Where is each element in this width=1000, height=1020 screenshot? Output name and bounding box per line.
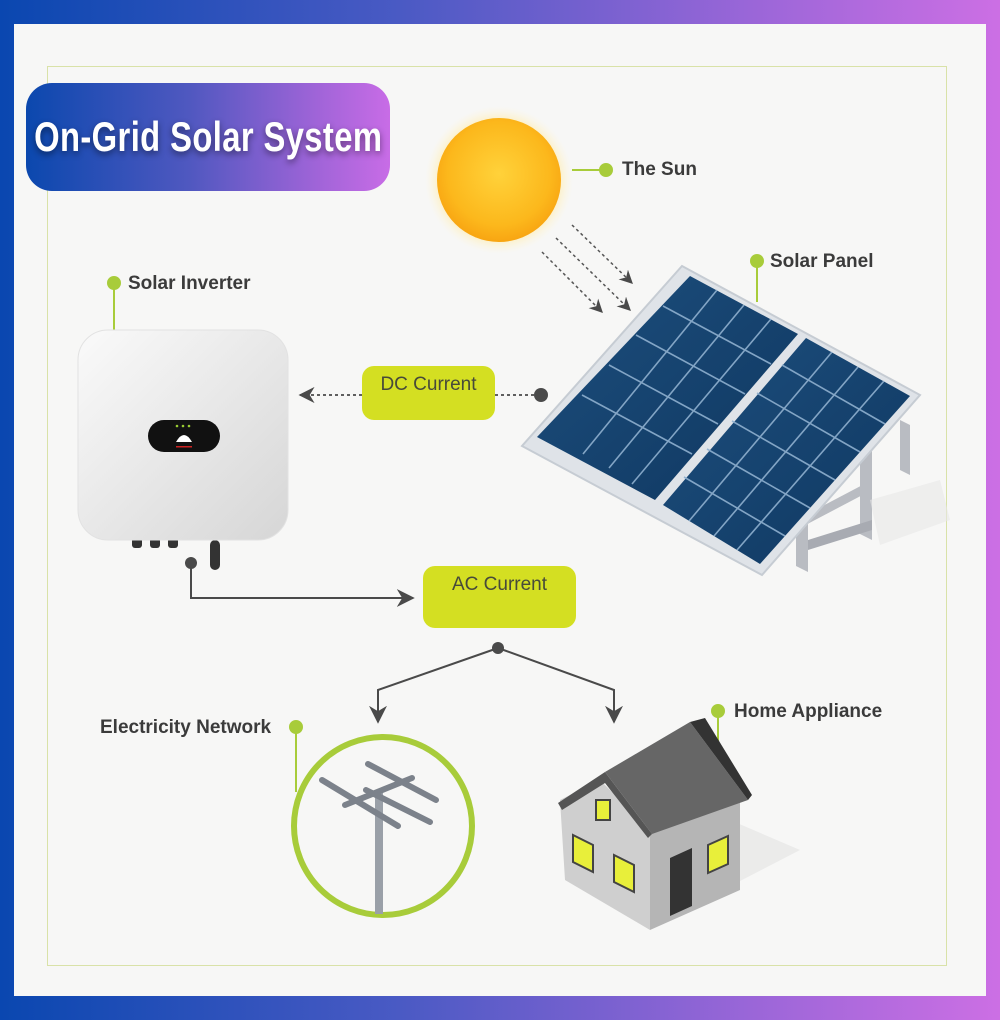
label-leaders <box>107 163 764 792</box>
ac-connector <box>185 557 623 724</box>
house-icon <box>558 718 800 930</box>
page-title: On-Grid Solar System <box>26 83 390 191</box>
electricity-pole-icon <box>291 734 475 918</box>
ac-current-box: AC Current <box>423 566 576 628</box>
ac-current-label: AC Current <box>451 574 548 595</box>
panel-stand <box>796 420 950 572</box>
label-home-appliance: Home Appliance <box>734 701 883 722</box>
dc-current-label: DC Current <box>380 374 477 395</box>
sun-icon <box>425 106 573 254</box>
dc-current-box: DC Current <box>362 366 495 420</box>
label-electricity-network: Electricity Network <box>100 717 272 738</box>
dc-connector <box>298 386 548 404</box>
label-solar-inverter: Solar Inverter <box>128 273 251 294</box>
label-the-sun: The Sun <box>622 159 697 180</box>
solar-inverter-icon <box>77 329 289 570</box>
sun-rays <box>541 224 633 313</box>
solar-panel-icon <box>520 264 922 577</box>
page-title-text: On-Grid Solar System <box>33 113 383 160</box>
label-solar-panel: Solar Panel <box>770 251 874 272</box>
